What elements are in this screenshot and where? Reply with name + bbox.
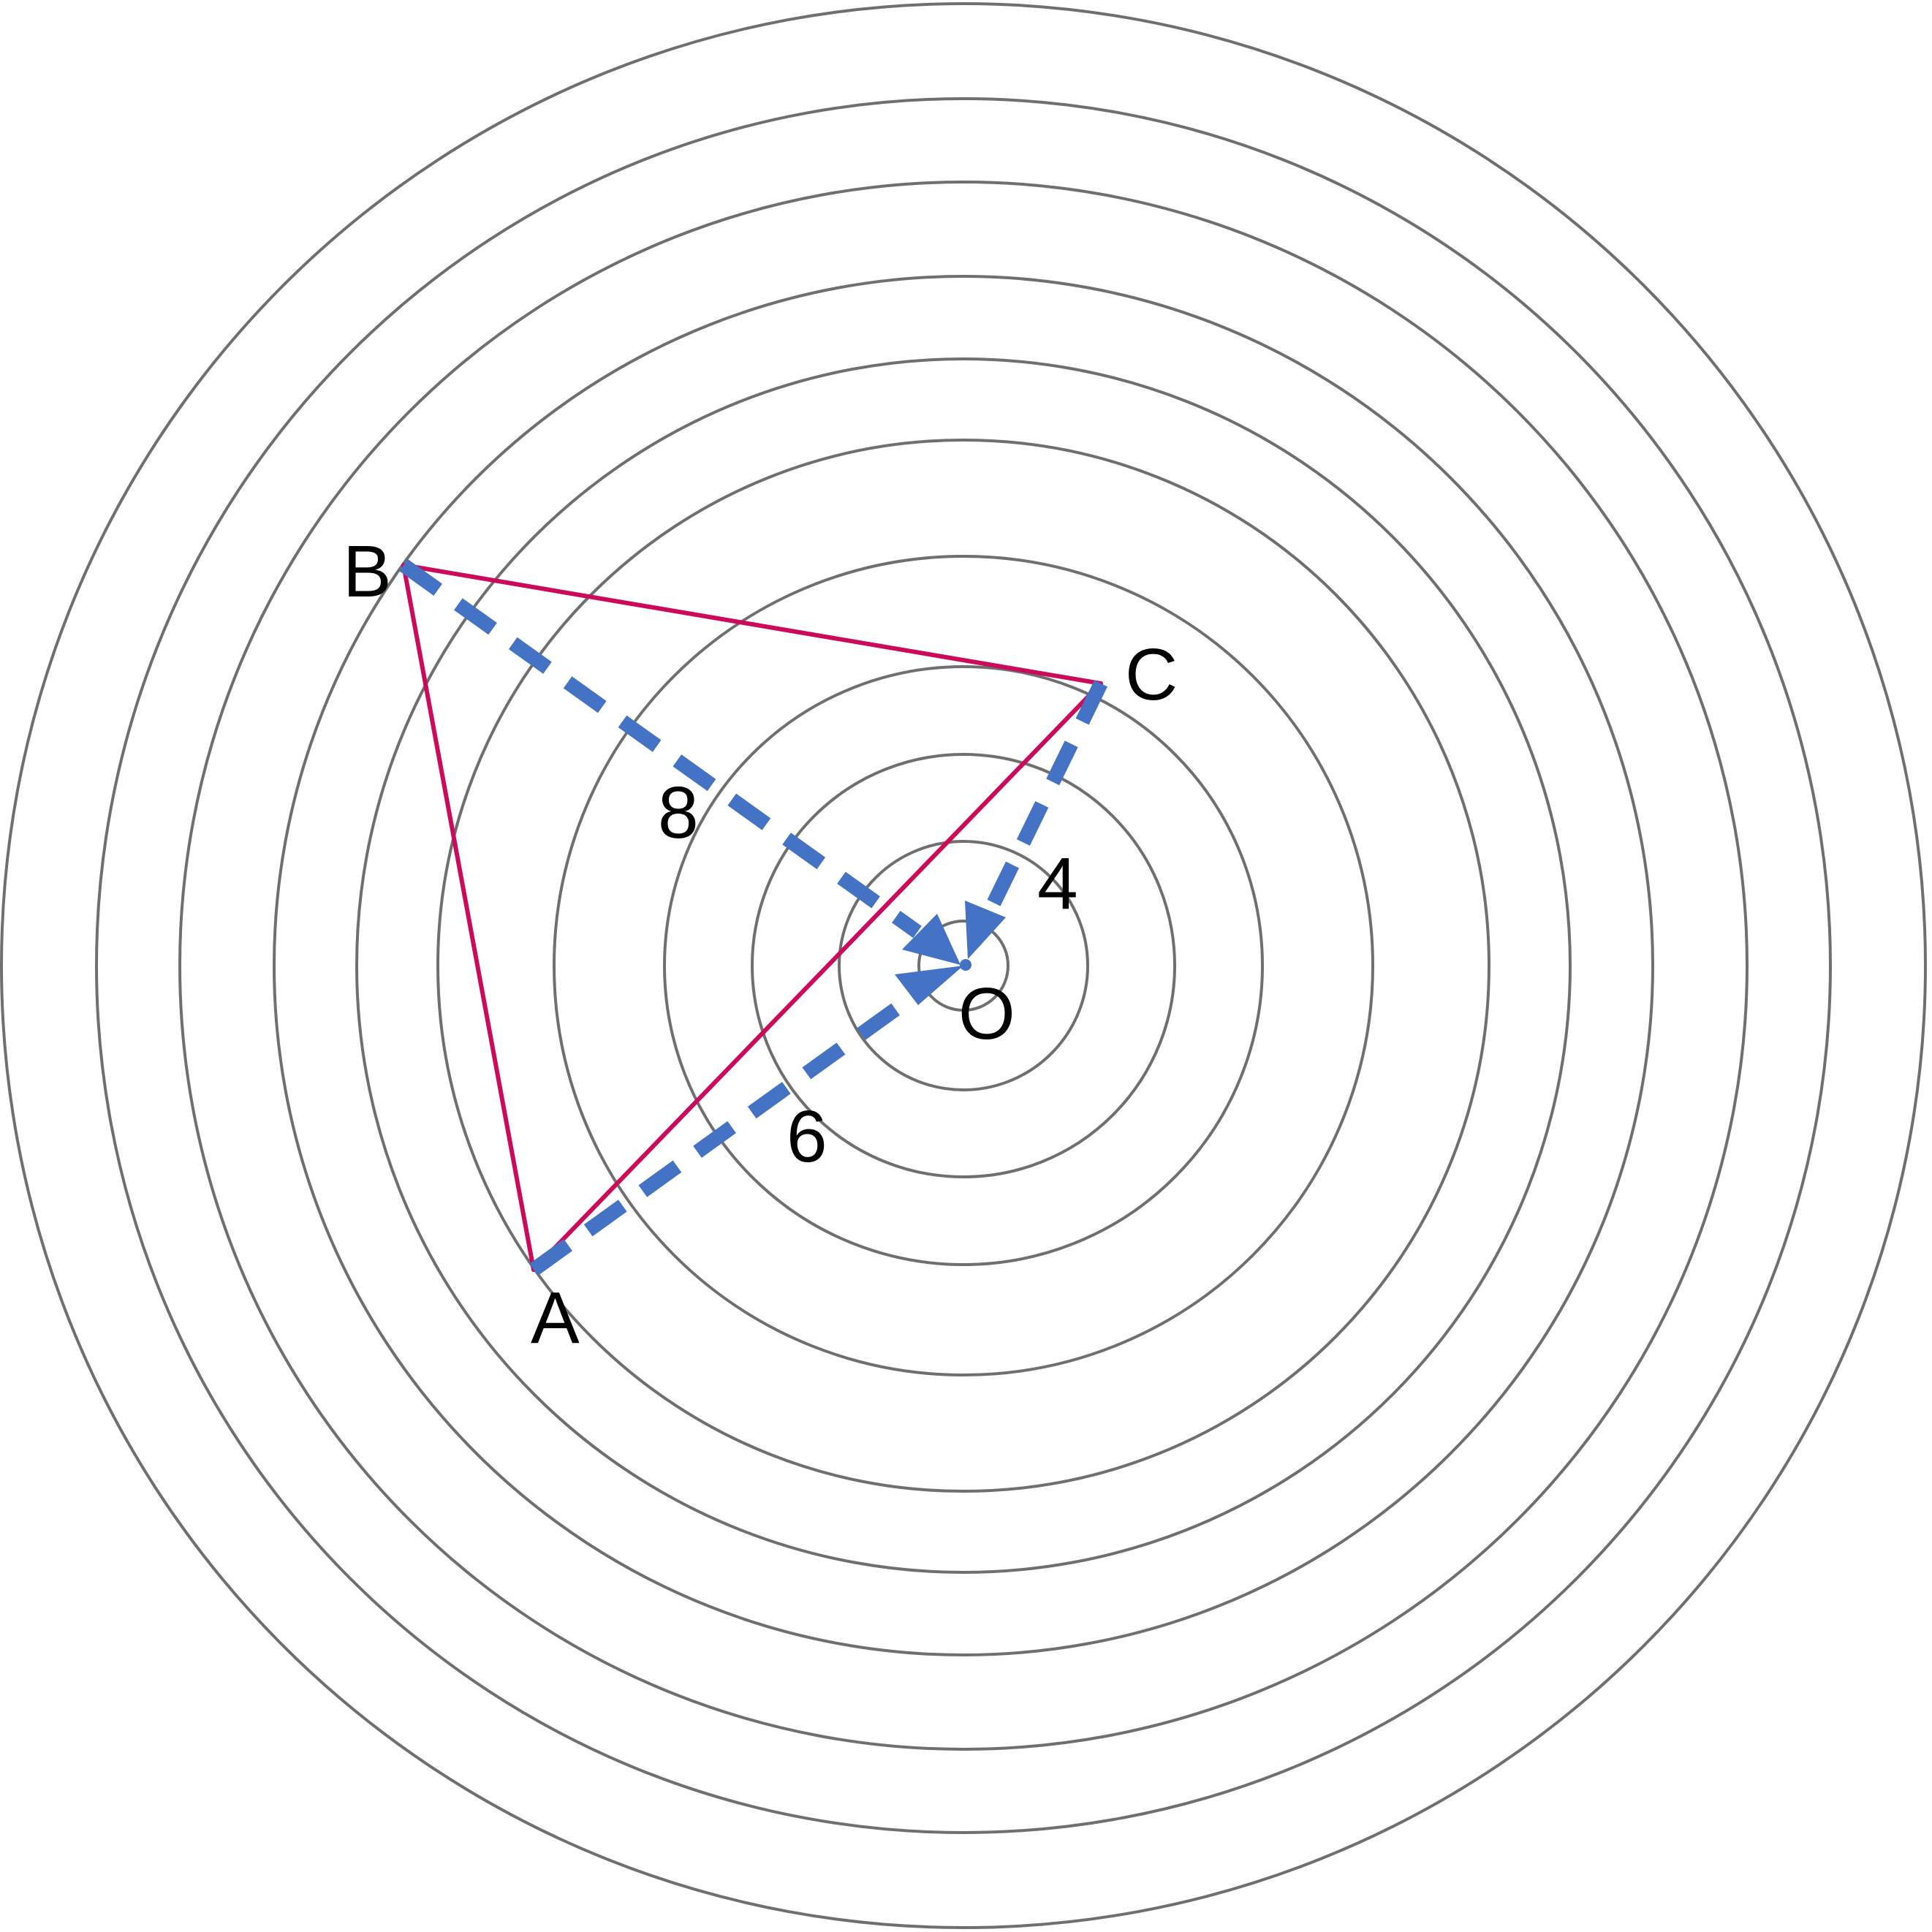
- triangle-abc: [401, 563, 1103, 1272]
- ring-7: [553, 555, 1374, 1376]
- center-point-o: [960, 959, 971, 971]
- ring-2: [95, 97, 1832, 1834]
- ring-5: [355, 357, 1572, 1574]
- arrow-b-to-o-head: [902, 914, 961, 965]
- label-point-a: A: [531, 1277, 580, 1359]
- edge-ca: [531, 681, 1103, 1272]
- arrow-c-to-o-line: [977, 680, 1107, 928]
- edge-ab: [401, 563, 536, 1272]
- arrow-b-to-o-line: [399, 558, 922, 939]
- label-point-c: C: [1125, 634, 1178, 716]
- ring-10: [838, 840, 1089, 1091]
- label-distance-co: 4: [1037, 843, 1078, 925]
- edge-bc: [401, 563, 1103, 686]
- ring-9: [751, 753, 1176, 1178]
- ring-3: [178, 181, 1749, 1751]
- label-distance-bo: 8: [658, 772, 699, 854]
- label-point-b: B: [343, 531, 392, 613]
- label-distance-ao: 6: [787, 1096, 827, 1178]
- arrow-c-to-o-head: [965, 901, 1006, 959]
- arrow-a-to-o-line: [529, 982, 929, 1276]
- point-labels: A B C O: [343, 531, 1178, 1359]
- arrow-a-to-o-head: [895, 966, 963, 1005]
- ring-6: [436, 439, 1490, 1493]
- ring-8: [663, 665, 1264, 1266]
- ring-11: [917, 920, 1009, 1012]
- distance-arrows: [399, 558, 1107, 1276]
- distance-labels: 8 4 6: [658, 772, 1078, 1178]
- ring-4: [273, 275, 1654, 1656]
- label-point-o: O: [958, 973, 1015, 1055]
